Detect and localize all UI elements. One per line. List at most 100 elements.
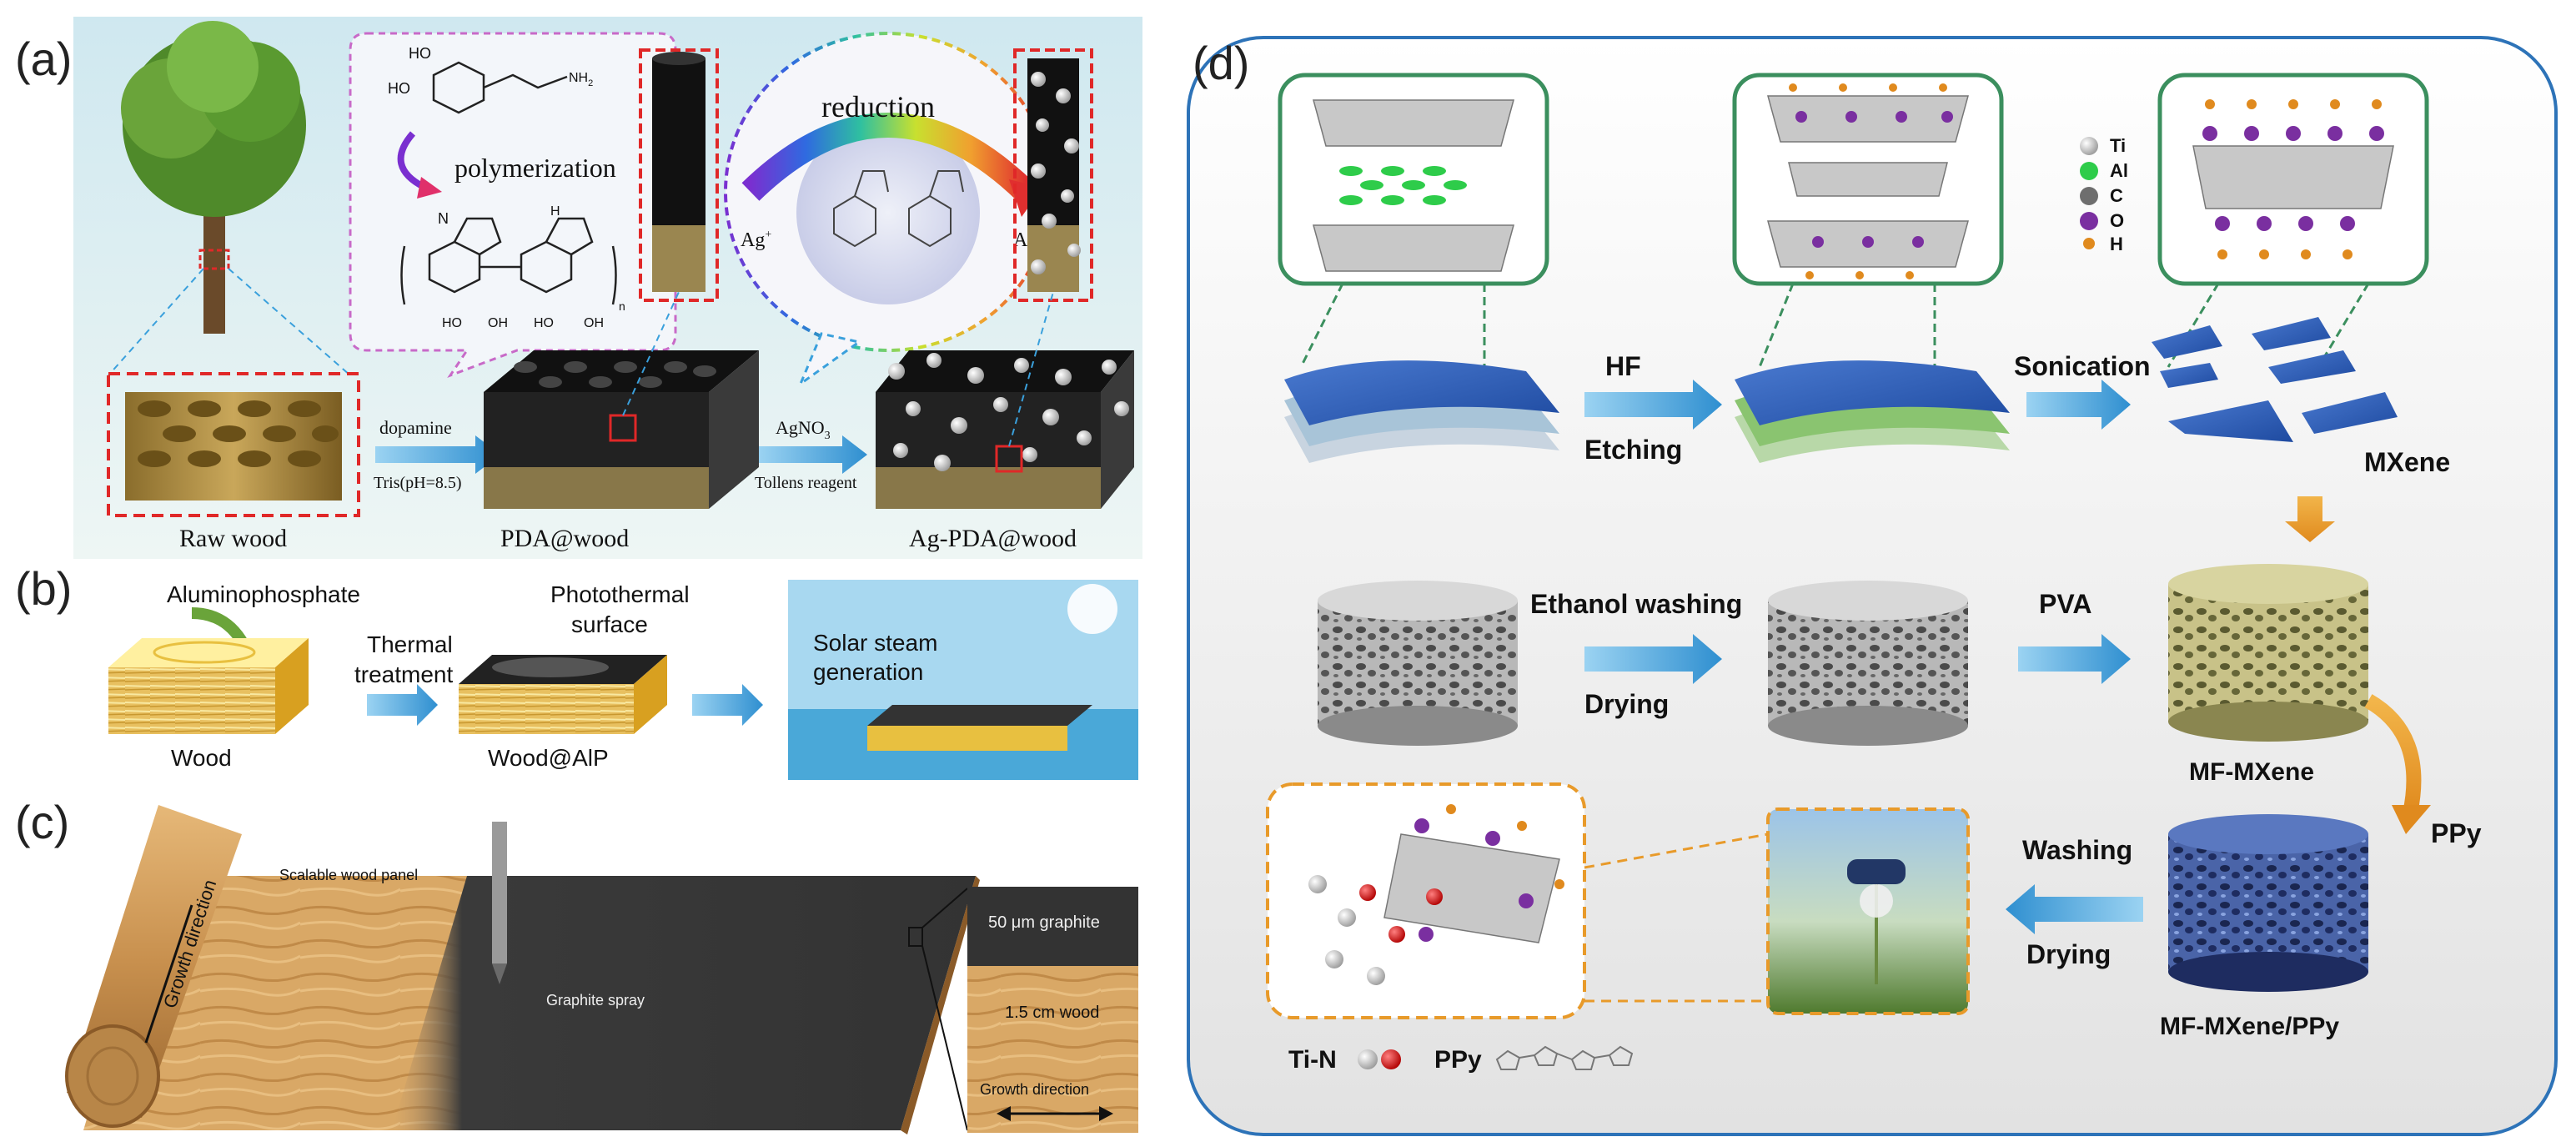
reduction-label: reduction <box>821 90 935 123</box>
washing-label: Washing <box>2022 835 2132 865</box>
oh-poly-2: OH <box>584 316 604 330</box>
polymerization-bubble: HO HO NH2 polymerization N H HO OH HO OH… <box>349 32 677 379</box>
legend-al: Al <box>2110 160 2128 181</box>
raw-wood-block <box>107 372 360 517</box>
raw-wood-label: Raw wood <box>179 525 287 552</box>
wood-alp-block <box>459 655 667 734</box>
n-label: N <box>438 210 449 227</box>
aluminophosphate-label: Aluminophosphate <box>167 581 360 607</box>
ethanol-label: Ethanol washing <box>1530 589 1742 619</box>
dopamine-label: dopamine <box>379 417 452 438</box>
agno3-label: AgNO3 <box>776 417 831 442</box>
nh2-label: NH2 <box>569 71 593 88</box>
max-sheets <box>1284 360 1559 463</box>
mf-mxene-ppy-foam <box>2168 814 2368 992</box>
growth-arrow <box>144 904 193 1044</box>
ppy-chain-icon <box>1495 1045 1634 1070</box>
graphite-spray-label: Graphite spray <box>546 992 645 1009</box>
ag-pda-wood-label: Ag-PDA@wood <box>909 525 1077 552</box>
ag-plus-label: Ag+ <box>741 229 771 251</box>
hf-label: HF <box>1605 351 1641 381</box>
surface-label: surface <box>571 611 648 637</box>
ho-poly-1: HO <box>442 316 462 330</box>
reduction-bubble: reduction Ag+ Ag <box>724 32 1052 388</box>
pva-label: PVA <box>2039 589 2091 619</box>
legend-ti: Ti <box>2110 135 2126 156</box>
ho-top: HO <box>409 45 431 62</box>
oh-poly-1: OH <box>488 316 508 330</box>
zoom-box <box>908 927 923 947</box>
wood-block-b <box>108 638 309 734</box>
melamine-foam-1 <box>1318 581 1518 746</box>
ag-tube <box>1013 48 1093 302</box>
subscript-n: n <box>619 299 625 313</box>
wood-alp-label: Wood@AlP <box>488 745 609 771</box>
max-phase-zoom <box>1278 73 1549 286</box>
ppy2-label: PPy <box>1434 1046 1482 1074</box>
n-atom-icon <box>1381 1049 1401 1069</box>
arrow-dopamine <box>375 435 500 474</box>
panel-d-label: (d) <box>1193 37 1249 89</box>
pda-tube <box>639 48 719 302</box>
arrow-ethanol <box>1584 634 1722 684</box>
polymerization-label: polymerization <box>454 153 616 183</box>
arrow-pva <box>2018 634 2131 684</box>
legend-ti-icon <box>2080 137 2098 155</box>
treatment-label: treatment <box>354 662 453 687</box>
ag-pda-wood-block <box>876 291 1134 509</box>
wood-15-label: 1.5 cm wood <box>1005 1004 1099 1022</box>
panel-a-label: (a) <box>15 33 72 85</box>
tree-illustration <box>121 21 306 334</box>
arrow-down-orange <box>2285 496 2335 542</box>
wood-roll <box>65 805 242 1128</box>
legend-c-icon <box>2080 187 2098 205</box>
tollens-label: Tollens reagent <box>755 474 857 492</box>
legend-o: O <box>2110 210 2124 231</box>
thermal-label: Thermal <box>367 631 453 657</box>
drying2-label: Drying <box>2026 939 2111 969</box>
arrow-curve-orange <box>2364 694 2422 815</box>
pda-wood-label: PDA@wood <box>500 525 629 552</box>
wood-label: Wood <box>171 745 232 771</box>
arrow-agno3 <box>759 435 867 474</box>
etched-sheets <box>1735 360 2010 463</box>
arrow-thermal <box>367 684 438 726</box>
ppy-label: PPy <box>2431 818 2482 848</box>
panel-d: (d) HF Etching <box>1187 36 2558 1136</box>
mxene-label: MXene <box>2364 447 2450 477</box>
graphite-50-label: 50 μm graphite <box>988 913 1100 932</box>
panel-b: (b) Aluminophosphate Wood Thermal treatm… <box>15 562 1138 780</box>
panel-b-label: (b) <box>15 562 72 615</box>
solar-steam-box <box>788 580 1138 780</box>
atom-legend: Ti Al C O H <box>2080 135 2128 254</box>
mxene-zoom <box>2157 73 2429 286</box>
sonication-label: Sonication <box>2014 351 2151 381</box>
arrow-washing <box>2006 884 2143 934</box>
drying-label: Drying <box>1584 689 1669 719</box>
legend-h: H <box>2110 234 2123 254</box>
spray-nozzle <box>492 822 507 984</box>
ho-left: HO <box>388 80 410 97</box>
legend-h-icon <box>2083 238 2095 249</box>
molecule-zoom <box>1266 782 1769 1019</box>
panel-a: (a) Raw wood do <box>15 17 1142 559</box>
legend-al-icon <box>2080 162 2098 180</box>
panel-c-label: (c) <box>15 796 69 848</box>
h-label: H <box>550 204 560 219</box>
photothermal-label: Photothermal <box>550 581 690 607</box>
etching-label: Etching <box>1584 435 1682 465</box>
tris-label: Tris(pH=8.5) <box>374 474 462 492</box>
ti-n-label: Ti-N <box>1288 1046 1337 1074</box>
generation-label: generation <box>813 659 923 685</box>
mf-mxene-label: MF-MXene <box>2189 758 2314 786</box>
legend-o-icon <box>2080 212 2098 230</box>
etched-zoom <box>1732 73 2004 286</box>
pda-wood-block <box>484 291 759 509</box>
mxene-flakes <box>2152 317 2398 442</box>
cross-section <box>967 887 1138 1133</box>
photo-foam-on-dandelion <box>1766 807 1970 1015</box>
arrow-solar <box>692 684 763 726</box>
arrow-sonication <box>2026 380 2131 430</box>
growth-direction2-label: Growth direction <box>980 1081 1089 1098</box>
